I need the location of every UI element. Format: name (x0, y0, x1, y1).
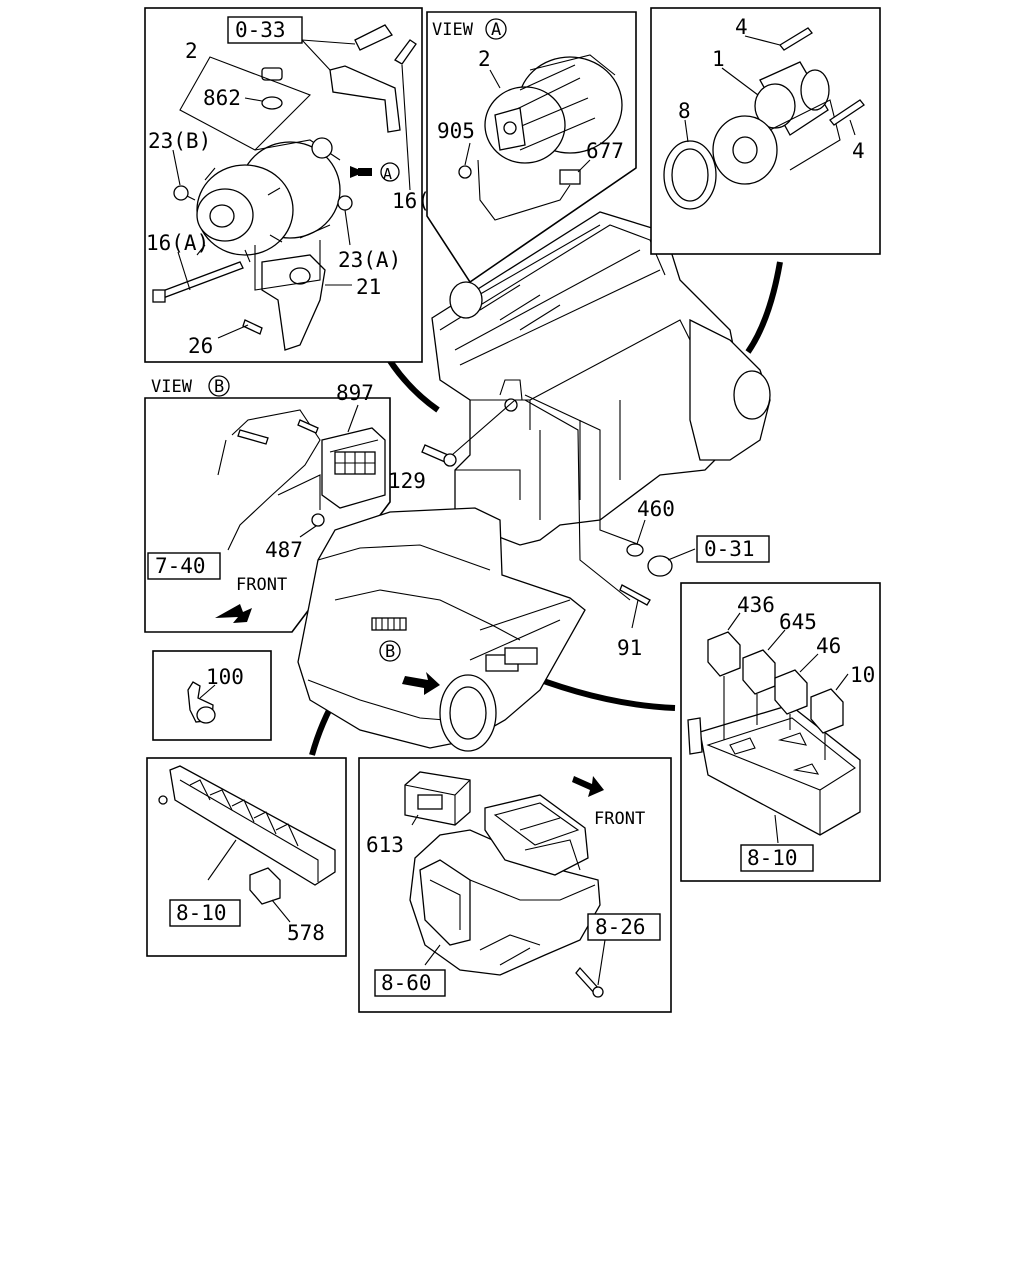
view-a-marker: A (491, 20, 501, 40)
callout-23b: 23(B) (148, 129, 211, 153)
callout-23a: 23(A) (338, 248, 401, 272)
callout-436: 436 (737, 593, 775, 617)
front-label-view-b: FRONT (236, 575, 287, 595)
callout-905: 905 (437, 119, 475, 143)
view-a-title: VIEW (432, 20, 474, 40)
callout-487: 487 (265, 538, 303, 562)
engine-assembly (431, 211, 771, 546)
callout-10: 10 (850, 663, 875, 687)
view-b-title-visible: VIEW (151, 377, 193, 397)
callout-16a: 16(A) (146, 231, 209, 255)
callout-862: 862 (203, 86, 241, 110)
callout-0-31: 0-31 (704, 537, 755, 561)
callout-8-60: 8-60 (381, 971, 432, 995)
alternator-panel: 0-33 2 862 23(B) A 16(B) 16(A) 23(A) 21 … (144, 7, 455, 363)
front-arrow-cab (402, 672, 440, 695)
hvac-unit (409, 794, 601, 976)
callout-21: 21 (356, 275, 381, 299)
callout-1: 1 (712, 47, 725, 71)
callout-26: 26 (188, 334, 213, 358)
callout-4-right: 4 (852, 139, 865, 163)
callout-view-a-marker: A (383, 165, 392, 183)
vehicle-cab: B (297, 507, 586, 752)
view-b-panel: VIEW VIEW B 897 487 7-40 FRONT (144, 375, 391, 633)
callout-2-view-a: 2 (478, 47, 491, 71)
callout-46: 46 (816, 634, 841, 658)
hvac-panel: 613 FRONT 8-26 8-60 (358, 757, 672, 1013)
callout-4-top: 4 (735, 15, 748, 39)
plug-parts: 460 0-31 91 (617, 497, 770, 660)
callout-645: 645 (779, 610, 817, 634)
callout-677: 677 (586, 139, 624, 163)
starter-panel: 4 1 8 4 (650, 7, 881, 255)
view-b-marker: B (214, 377, 224, 397)
callout-100: 100 (206, 665, 244, 689)
callout-8-26: 8-26 (595, 915, 646, 939)
callout-460: 460 (637, 497, 675, 521)
starter-motor (712, 61, 841, 185)
bolt-129: 129 (388, 399, 516, 493)
relay-bracket-panel: 8-10 578 (146, 757, 347, 957)
hvac-module (404, 771, 471, 826)
relay-bracket (158, 765, 336, 886)
alternator (184, 137, 341, 263)
callout-8: 8 (678, 99, 691, 123)
relay-box-panel: 436 645 46 10 8-10 (680, 582, 881, 882)
relay-box (687, 704, 861, 836)
callout-8-10-left: 8-10 (176, 901, 227, 925)
callout-8-10-right: 8-10 (747, 846, 798, 870)
front-label-hvac: FRONT (594, 809, 645, 829)
callout-91: 91 (617, 636, 642, 660)
callout-897: 897 (336, 381, 374, 405)
view-a-panel: VIEW A 2 905 677 (426, 11, 637, 284)
front-arrow-hvac (572, 776, 604, 797)
front-arrow-view-b (215, 604, 252, 623)
relays (707, 631, 844, 734)
alternator-view-a (477, 54, 623, 221)
callout-7-40: 7-40 (155, 554, 206, 578)
callout-613: 613 (366, 833, 404, 857)
callout-0-33: 0-33 (235, 18, 286, 42)
control-module (321, 427, 386, 509)
callout-129: 129 (388, 469, 426, 493)
callout-b-marker: B (385, 642, 395, 662)
callout-578: 578 (287, 921, 325, 945)
callout-2: 2 (185, 39, 198, 63)
clip-panel: 100 (152, 650, 272, 741)
